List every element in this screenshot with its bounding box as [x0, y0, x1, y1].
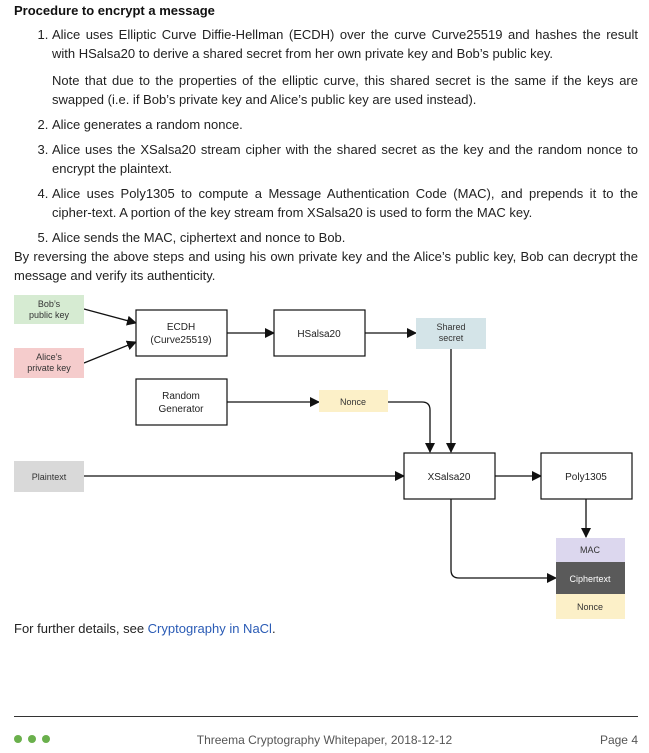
- alices-private-key-node: Alice’s private key: [14, 348, 84, 378]
- details-suffix: .: [271, 621, 276, 636]
- mac-box: [556, 538, 625, 562]
- decrypt-paragraph: By reversing the above steps and using h…: [14, 249, 638, 283]
- hsalsa-label: HSalsa20: [297, 329, 341, 340]
- details-line: For further details, see Cryptography in…: [14, 619, 276, 638]
- mac-label: MAC: [580, 545, 601, 555]
- arrow-alicekey-ecdh: [83, 340, 137, 364]
- ecdh-label-1: ECDH: [167, 322, 195, 333]
- hsalsa-box: [273, 309, 366, 357]
- nonce-output-label: Nonce: [577, 602, 603, 612]
- step-item: Alice generates a random nonce.: [52, 115, 638, 134]
- xsalsa-node: XSalsa20: [403, 452, 496, 500]
- plaintext-box: [14, 461, 84, 492]
- nonce-node: Nonce: [319, 390, 388, 412]
- step-item: Alice uses Elliptic Curve Diffie-Hellman…: [52, 25, 638, 109]
- step-note: Note that due to the properties of the e…: [52, 73, 638, 107]
- output-stack: MAC Ciphertext Nonce: [556, 538, 625, 619]
- random-label-1: Random: [162, 391, 200, 402]
- details-prefix: For further details, see: [14, 621, 148, 636]
- footer-title: Threema Cryptography Whitepaper, 2018-12…: [196, 733, 453, 747]
- xsalsa-box: [403, 452, 496, 500]
- dot-icon: [14, 735, 22, 743]
- ciphertext-box: [556, 562, 625, 594]
- ecdh-label-2: (Curve25519): [150, 335, 211, 346]
- diagram-connectors: [83, 308, 591, 583]
- dot-icon: [42, 735, 50, 743]
- poly-box: [540, 452, 633, 500]
- step-item: Alice uses the XSalsa20 stream cipher wi…: [52, 140, 638, 178]
- nonce-label: Nonce: [340, 397, 366, 407]
- plaintext-label: Plaintext: [32, 472, 67, 482]
- nacl-link[interactable]: Cryptography in NaCl: [147, 621, 272, 636]
- xsalsa-label: XSalsa20: [428, 472, 471, 483]
- ciphertext-label: Ciphertext: [569, 574, 611, 584]
- random-label-2: Generator: [158, 404, 204, 415]
- shared-label-2: secret: [439, 333, 464, 343]
- arrow-nonce-xsalsa: [388, 401, 435, 453]
- alices-private-key-box: [14, 348, 84, 378]
- shared-label-1: Shared: [436, 322, 465, 332]
- random-generator-node: Random Generator: [135, 378, 228, 426]
- footer-dots: [14, 730, 56, 748]
- arrow-bobkey-ecdh: [83, 308, 137, 326]
- plaintext-node: Plaintext: [14, 461, 84, 492]
- page-number: Page 4: [599, 733, 638, 747]
- alices-key-label-1: Alice’s: [36, 352, 62, 362]
- shared-secret-node: Shared secret: [416, 318, 486, 349]
- random-generator-box: [135, 378, 228, 426]
- bobs-key-label-1: Bob’s: [38, 299, 61, 309]
- nonce-output-box: [556, 594, 625, 619]
- poly-label: Poly1305: [565, 472, 607, 483]
- dot-icon: [28, 735, 36, 743]
- poly-node: Poly1305: [540, 452, 633, 500]
- nonce-box: [319, 390, 388, 412]
- step-item: Alice uses Poly1305 to compute a Message…: [52, 184, 638, 222]
- step-item: Alice sends the MAC, ciphertext and nonc…: [52, 228, 638, 247]
- shared-secret-box: [416, 318, 486, 349]
- bobs-key-label-2: public key: [29, 310, 70, 320]
- arrow-xsalsa-ciphertext: [450, 499, 557, 583]
- steps-list: Alice uses Elliptic Curve Diffie-Hellman…: [14, 25, 638, 253]
- bobs-public-key-node: Bob’s public key: [14, 295, 84, 324]
- ecdh-node: ECDH (Curve25519): [135, 309, 228, 357]
- footer-divider: [14, 716, 638, 717]
- alices-key-label-2: private key: [27, 363, 71, 373]
- step-text: Alice uses Elliptic Curve Diffie-Hellman…: [52, 27, 638, 61]
- encryption-diagram: Bob’s public key Alice’s private key ECD…: [14, 295, 633, 619]
- hsalsa-node: HSalsa20: [273, 309, 366, 357]
- section-heading: Procedure to encrypt a message: [14, 3, 215, 18]
- bobs-public-key-box: [14, 295, 84, 324]
- ecdh-box: [135, 309, 228, 357]
